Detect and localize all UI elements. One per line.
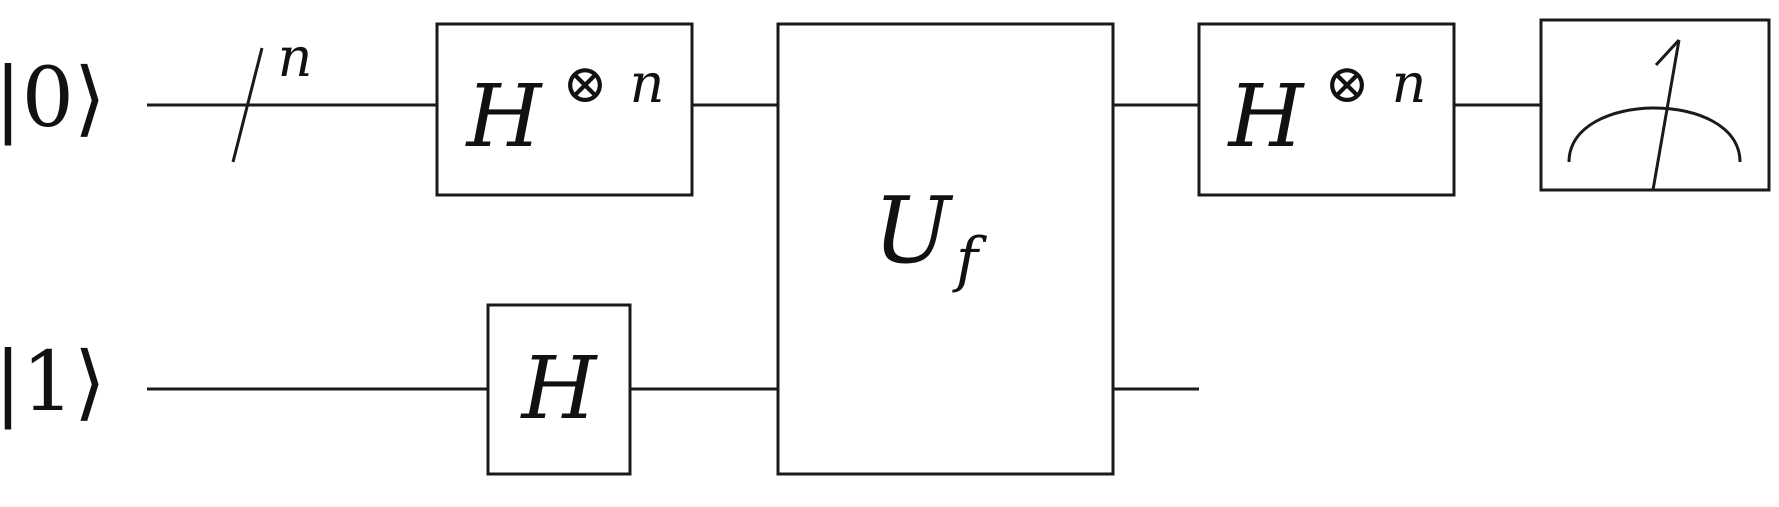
hadamard-single-box bbox=[486, 303, 632, 476]
oracle-symbol: U bbox=[873, 177, 954, 284]
meter-icon bbox=[1567, 38, 1742, 191]
hadamard-n-input-symbol: H bbox=[465, 67, 544, 167]
register-size-label: n bbox=[278, 26, 313, 89]
oracle-gate: U f bbox=[776, 22, 1115, 476]
top-ket-label: |0⟩ bbox=[0, 51, 106, 146]
hadamard-n-input-gate: H ⊗ n bbox=[435, 22, 694, 197]
register-slash-marker bbox=[231, 47, 264, 163]
measurement-gate bbox=[1539, 18, 1771, 192]
hadamard-n-input-tensor: ⊗ bbox=[562, 52, 607, 115]
hadamard-single-symbol: H bbox=[520, 339, 599, 439]
hadamard-n-output-tensor: ⊗ bbox=[1324, 52, 1369, 115]
hadamard-n-output-power: n bbox=[1392, 52, 1427, 115]
oracle-box bbox=[776, 22, 1115, 476]
measurement-box bbox=[1539, 18, 1771, 192]
bottom-ket-label: |1⟩ bbox=[0, 335, 106, 430]
hadamard-n-input-power: n bbox=[630, 52, 665, 115]
hadamard-n-input-box bbox=[435, 22, 694, 197]
hadamard-n-output-symbol: H bbox=[1227, 67, 1306, 167]
hadamard-single-gate: H bbox=[486, 303, 632, 476]
hadamard-n-output-box bbox=[1197, 22, 1456, 197]
hadamard-n-output-gate: H ⊗ n bbox=[1197, 22, 1456, 197]
